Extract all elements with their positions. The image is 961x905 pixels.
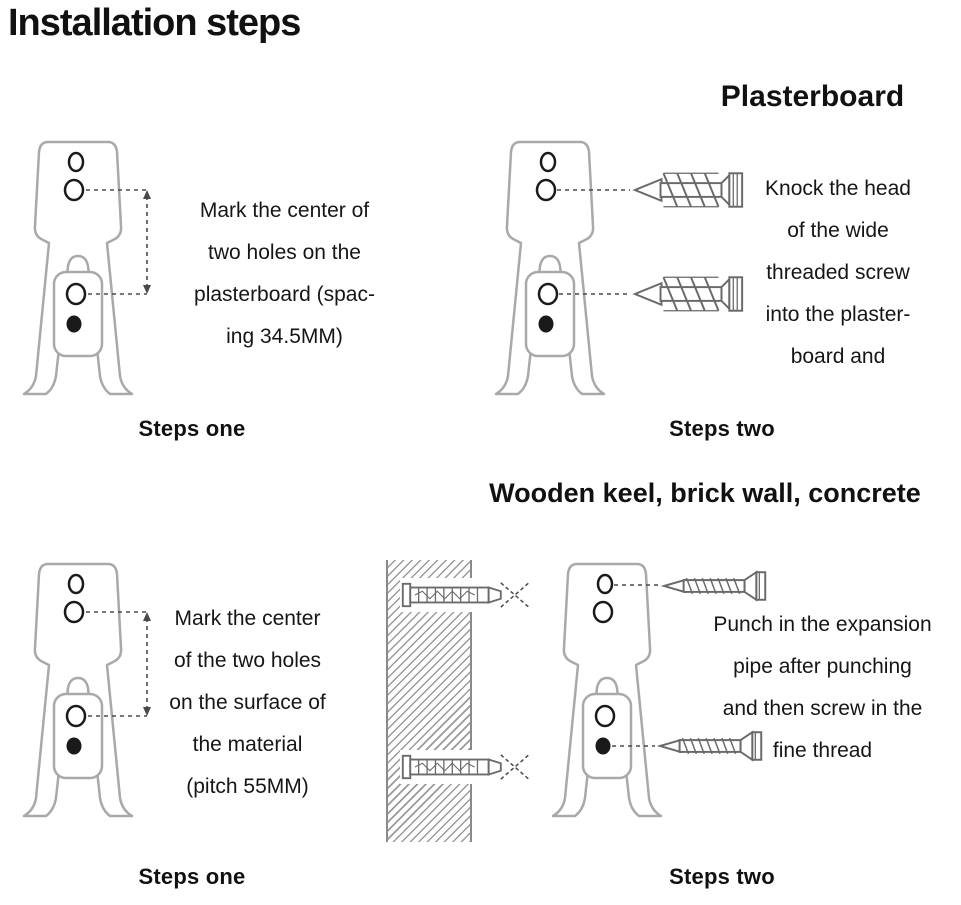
screw-leader-dashed-lines xyxy=(612,584,659,747)
plasterboard-step1-description: Mark the center of two holes on the plas… xyxy=(194,199,375,348)
wooden-step2-description: Punch in the expansion pipe after punchi… xyxy=(713,613,932,762)
wooden-step2-caption: Steps two xyxy=(669,864,775,889)
wall-hook-bracket-icon xyxy=(22,562,134,818)
wall-hook-bracket-icon xyxy=(22,140,134,396)
hole-pitch-dashed-lines xyxy=(86,611,148,717)
section-heading-wooden-keel: Wooden keel, brick wall, concrete xyxy=(489,478,921,508)
drywall-screw-icon xyxy=(633,276,744,312)
drywall-screw-icon xyxy=(633,172,744,208)
plasterboard-step2-caption: Steps two xyxy=(669,416,775,441)
screw-leader-dashed-lines xyxy=(557,189,630,295)
hole-spacing-dashed-lines xyxy=(86,189,148,295)
section-heading-plasterboard: Plasterboard xyxy=(720,80,905,113)
wooden-step1-illustration xyxy=(22,562,151,818)
wooden-step1-caption: Steps one xyxy=(138,864,246,889)
plasterboard-step1-illustration xyxy=(22,140,151,396)
page-title: Installation steps xyxy=(8,2,301,44)
plasterboard-step2-description: Knock the head of the wide threaded scre… xyxy=(765,177,911,368)
expansion-anchor-icon xyxy=(401,753,530,781)
expansion-anchor-bottom-illustration xyxy=(400,750,540,784)
wooden-step2-illustration xyxy=(551,562,767,818)
expansion-anchor-top-illustration xyxy=(400,578,540,612)
fine-thread-screw-icon xyxy=(662,571,767,601)
expansion-anchor-icon xyxy=(401,581,530,609)
wall-hook-bracket-icon xyxy=(551,562,663,818)
plasterboard-step1-caption: Steps one xyxy=(138,416,246,441)
plasterboard-step2-illustration xyxy=(494,140,744,396)
wall-hook-bracket-icon xyxy=(494,140,606,396)
wooden-step1-description: Mark the center of the two holes on the … xyxy=(169,607,326,798)
